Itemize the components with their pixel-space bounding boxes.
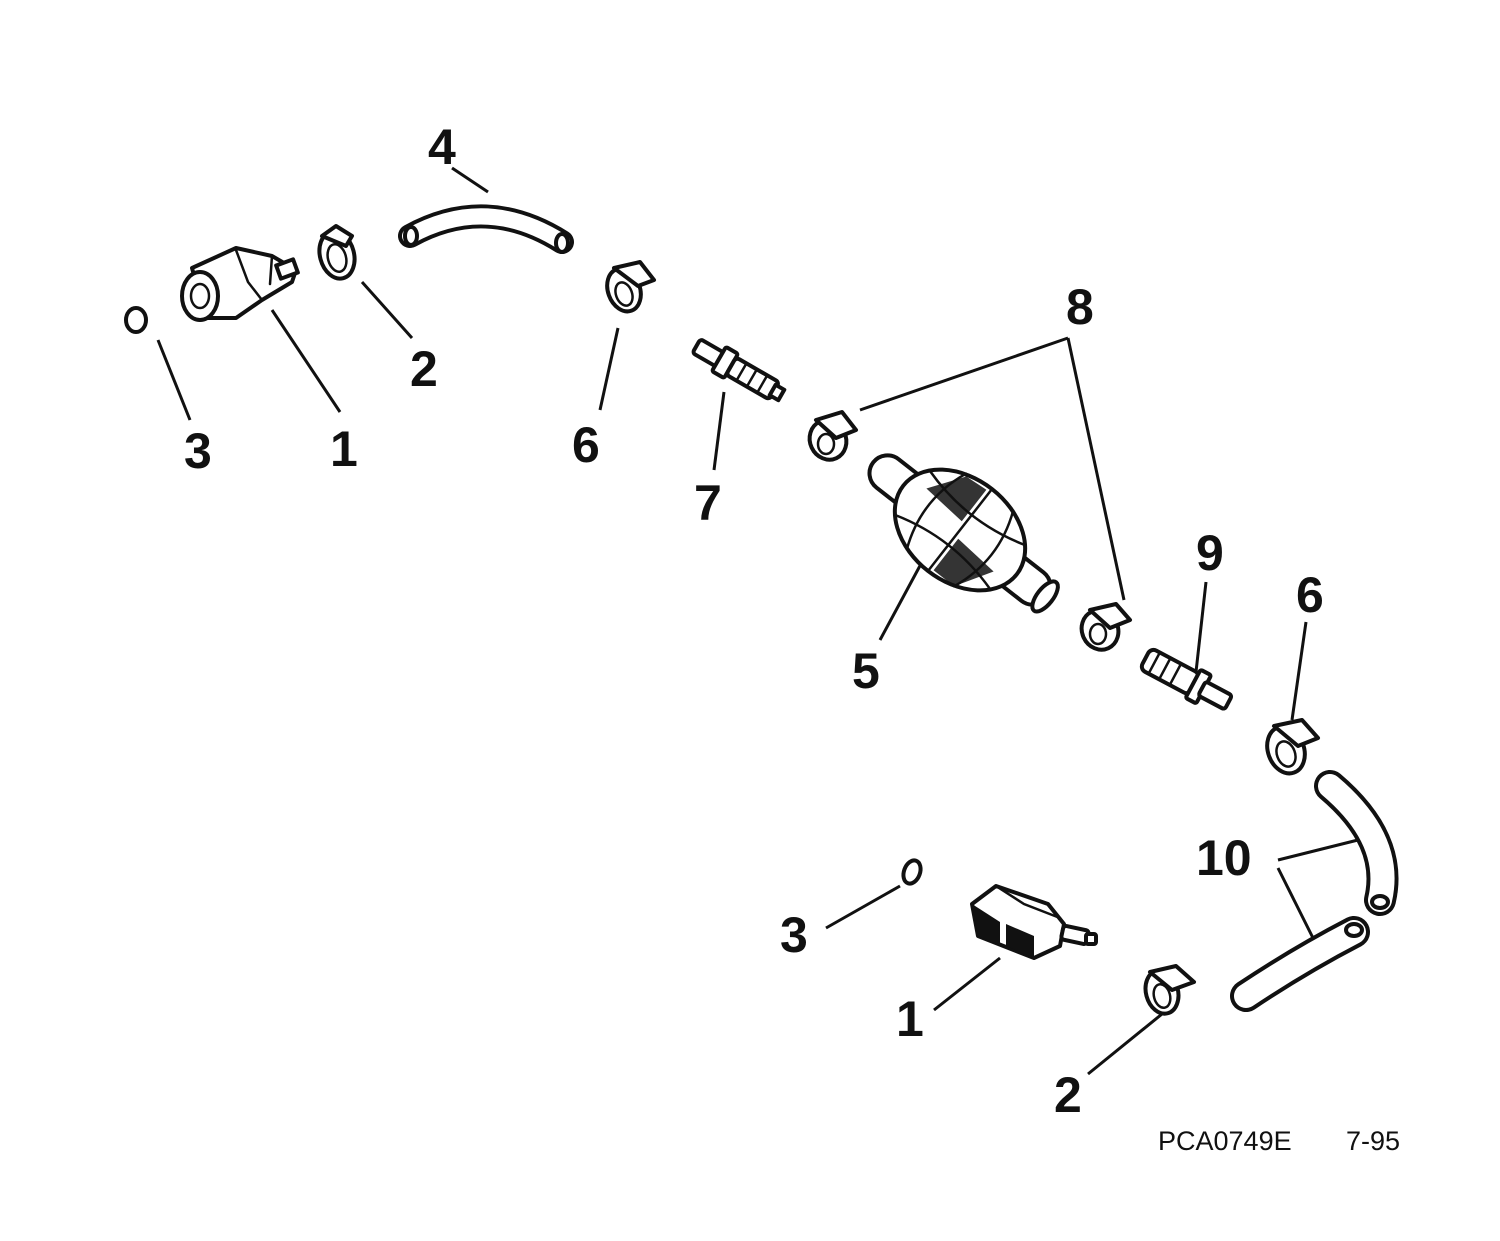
leader-lines	[156, 166, 1359, 1076]
callout-3-top: 3	[184, 423, 212, 479]
callout-8: 8	[1066, 279, 1094, 335]
callout-1-bottom: 1	[896, 991, 924, 1047]
hose-clamp-bottom	[1143, 964, 1196, 1016]
callout-3-bottom: 3	[780, 907, 808, 963]
callout-4: 4	[428, 119, 456, 175]
callout-2-top: 2	[410, 341, 438, 397]
callout-5: 5	[852, 643, 880, 699]
primer-bulb	[867, 453, 1060, 614]
connector-bottom	[970, 884, 1098, 960]
callout-1-top: 1	[330, 421, 358, 477]
callout-6-top: 6	[572, 417, 600, 473]
hose-clamp-6-top	[605, 260, 656, 314]
hose-clamp-6-bottom	[1265, 718, 1320, 776]
check-valve-inlet	[691, 338, 787, 403]
date-code: 7-95	[1346, 1126, 1400, 1156]
callout-9: 9	[1196, 525, 1224, 581]
callout-6-bottom: 6	[1296, 567, 1324, 623]
callout-2-bottom: 2	[1054, 1067, 1082, 1123]
callout-labels: 3 1 2 4 6 7 8 5 9 6 10 3 1 2	[184, 119, 1324, 1123]
o-ring-bottom	[901, 858, 923, 886]
hose-clamp-top	[317, 224, 357, 281]
callout-10: 10	[1196, 830, 1252, 886]
fuel-hose-bottom	[1230, 770, 1399, 1012]
connector-top	[180, 246, 300, 322]
o-ring-top	[124, 306, 148, 334]
check-valve-outlet	[1139, 647, 1234, 711]
clamp-8-inlet	[807, 410, 858, 462]
clamp-8-outlet	[1079, 602, 1132, 652]
part-code: PCA0749E	[1158, 1126, 1292, 1156]
callout-7: 7	[694, 475, 722, 531]
fuel-hose-top	[398, 204, 574, 254]
